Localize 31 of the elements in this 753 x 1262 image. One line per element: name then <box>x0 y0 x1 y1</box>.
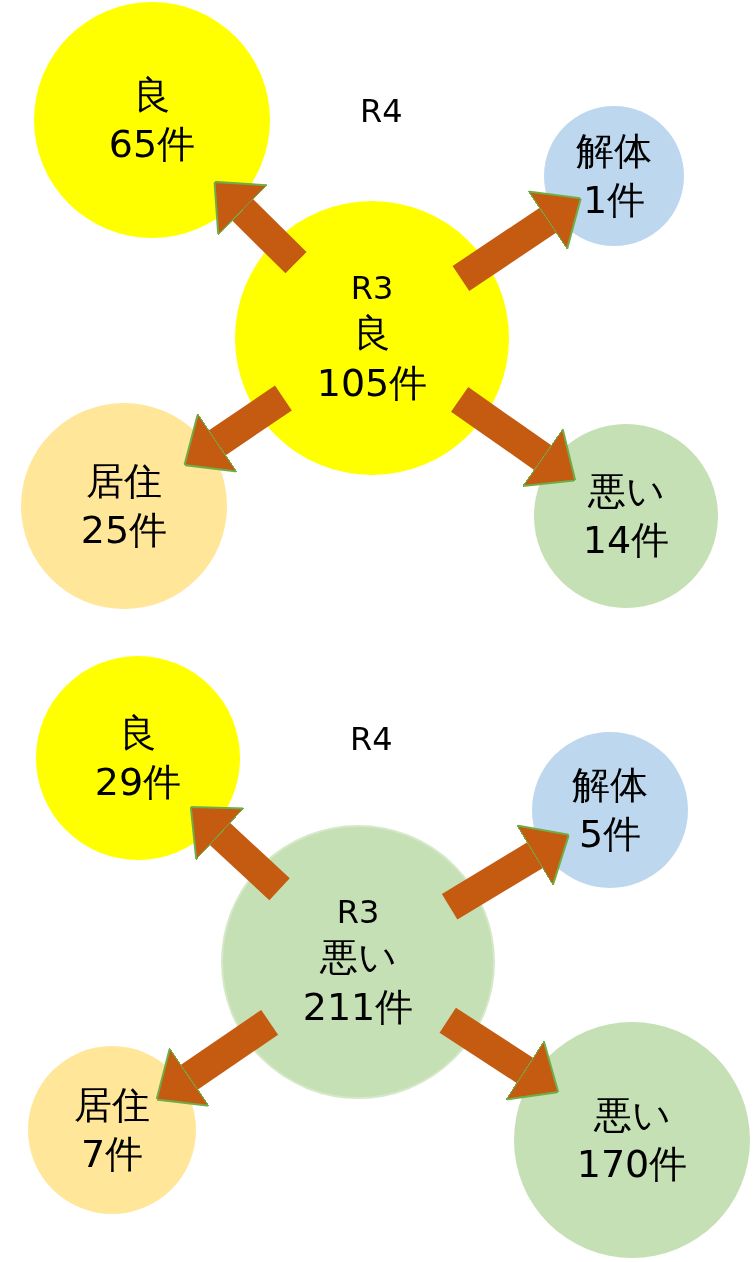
node-label: 170件 <box>576 1141 688 1188</box>
year-label: R4 <box>350 720 393 758</box>
node-label: 悪い <box>587 467 665 515</box>
block-arrow <box>213 180 307 274</box>
node-label: 105件 <box>316 359 428 407</box>
node-label: 14件 <box>582 517 670 564</box>
node-label: 65件 <box>108 121 196 168</box>
node-label: 居住 <box>74 1081 150 1129</box>
node-label: 5件 <box>578 811 642 858</box>
node-label: 悪い <box>319 934 397 982</box>
node-label: 解体 <box>576 127 652 175</box>
node-label: 7件 <box>80 1131 144 1178</box>
node-label: 29件 <box>94 759 182 806</box>
node-label: 居住 <box>86 457 162 505</box>
block-arrow <box>155 1009 279 1107</box>
node-label: 25件 <box>80 507 168 554</box>
year-label: R4 <box>360 92 403 130</box>
node-label: 211件 <box>302 983 414 1031</box>
node-label: 1件 <box>582 177 646 224</box>
block-arrow <box>441 824 570 920</box>
node-label: 良 <box>353 310 391 358</box>
block-arrow <box>189 805 290 901</box>
node-label: 悪い <box>593 1091 671 1139</box>
node-label: R3 <box>350 267 394 309</box>
node-label: R3 <box>336 891 380 933</box>
node-label: 良 <box>133 71 171 119</box>
block-arrow <box>451 387 577 488</box>
node-label: 良 <box>119 709 157 757</box>
block-arrow <box>183 385 292 473</box>
block-arrow <box>439 1007 560 1101</box>
node-label: 解体 <box>572 761 648 809</box>
